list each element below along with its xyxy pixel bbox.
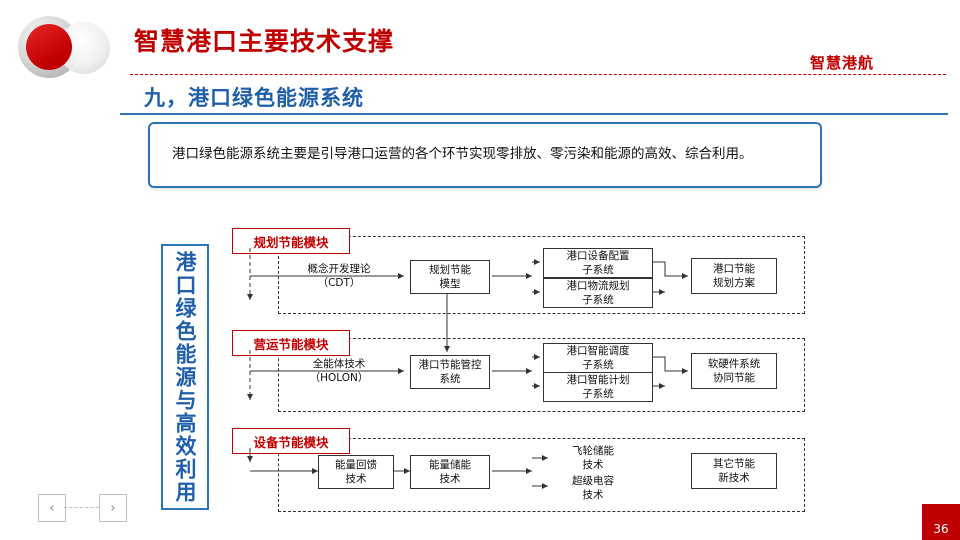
nav-connector-line bbox=[64, 507, 99, 508]
logo bbox=[18, 16, 114, 80]
header-dotted-divider bbox=[130, 74, 946, 75]
node-equipment-config-sub: 港口设备配置 子系统 bbox=[543, 248, 653, 278]
node-energy-storage-text: 能量储能 技术 bbox=[429, 458, 471, 485]
node-energy-control-system-text: 港口节能管控 系统 bbox=[418, 358, 482, 385]
node-energy-plan-scheme-text: 港口节能 规划方案 bbox=[713, 262, 755, 289]
header-blue-divider bbox=[120, 113, 948, 115]
node-logistics-planning-sub: 港口物流规划 子系统 bbox=[543, 278, 653, 308]
page-number-badge: 36 bbox=[922, 504, 960, 540]
group-label-planning: 规划节能模块 bbox=[232, 228, 350, 254]
node-flywheel-storage: 飞轮储能 技术 bbox=[548, 444, 638, 472]
node-energy-control-system: 港口节能管控 系统 bbox=[410, 355, 490, 389]
node-other-new-tech: 其它节能 新技术 bbox=[691, 453, 777, 489]
group-box-equipment bbox=[278, 438, 805, 512]
node-holon: 全能体技术 （HOLON） bbox=[280, 355, 398, 387]
node-other-new-tech-text: 其它节能 新技术 bbox=[713, 457, 755, 484]
node-planning-model-text: 规划节能 模型 bbox=[429, 263, 471, 290]
group-box-operation bbox=[278, 338, 805, 412]
node-logistics-planning-sub-text: 港口物流规划 子系统 bbox=[566, 279, 630, 306]
prev-slide-button[interactable]: ‹ bbox=[38, 494, 66, 522]
node-software-hardware-sync-text: 软硬件系统 协同节能 bbox=[707, 357, 761, 384]
group-label-planning-text: 规划节能模块 bbox=[253, 234, 329, 250]
node-smart-dispatch-sub: 港口智能调度 子系统 bbox=[543, 343, 653, 373]
node-smart-dispatch-sub-text: 港口智能调度 子系统 bbox=[566, 344, 630, 371]
group-label-equipment: 设备节能模块 bbox=[232, 428, 350, 454]
node-cdt: 概念开发理论 （CDT） bbox=[280, 260, 398, 292]
node-supercapacitor: 超级电容 技术 bbox=[548, 474, 638, 502]
intro-box: 港口绿色能源系统主要是引导港口运营的各个环节实现零排放、零污染和能源的高效、综合… bbox=[148, 122, 822, 188]
vertical-banner-text: 港口绿色能源与高效利用 bbox=[173, 250, 198, 504]
group-label-equipment-text: 设备节能模块 bbox=[253, 434, 329, 450]
vertical-banner: 港口绿色能源与高效利用 bbox=[161, 244, 209, 510]
intro-text: 港口绿色能源系统主要是引导港口运营的各个环节实现零排放、零污染和能源的高效、综合… bbox=[172, 146, 753, 163]
page-title: 智慧港口主要技术支撑 bbox=[134, 27, 395, 56]
group-label-operation: 营运节能模块 bbox=[232, 330, 350, 356]
chevron-right-icon: › bbox=[110, 500, 116, 516]
logo-red-dot bbox=[26, 24, 72, 70]
node-energy-plan-scheme: 港口节能 规划方案 bbox=[691, 258, 777, 294]
node-supercapacitor-text: 超级电容 技术 bbox=[572, 474, 614, 501]
node-energy-feedback: 能量回馈 技术 bbox=[318, 455, 394, 489]
group-label-operation-text: 营运节能模块 bbox=[253, 336, 329, 352]
group-box-planning bbox=[278, 236, 805, 314]
node-equipment-config-sub-text: 港口设备配置 子系统 bbox=[566, 249, 630, 276]
node-holon-text: 全能体技术 （HOLON） bbox=[309, 357, 369, 384]
section-title: 九，港口绿色能源系统 bbox=[144, 86, 364, 110]
node-smart-plan-sub-text: 港口智能计划 子系统 bbox=[566, 373, 630, 400]
node-flywheel-storage-text: 飞轮储能 技术 bbox=[572, 444, 614, 471]
page-number-text: 36 bbox=[933, 522, 949, 536]
node-smart-plan-sub: 港口智能计划 子系统 bbox=[543, 372, 653, 402]
node-software-hardware-sync: 软硬件系统 协同节能 bbox=[691, 353, 777, 389]
chevron-left-icon: ‹ bbox=[49, 500, 55, 516]
next-slide-button[interactable]: › bbox=[99, 494, 127, 522]
brand-label: 智慧港航 bbox=[809, 54, 874, 72]
node-energy-storage: 能量储能 技术 bbox=[410, 455, 490, 489]
node-cdt-text: 概念开发理论 （CDT） bbox=[307, 262, 371, 289]
node-planning-model: 规划节能 模型 bbox=[410, 260, 490, 294]
node-energy-feedback-text: 能量回馈 技术 bbox=[335, 458, 377, 485]
